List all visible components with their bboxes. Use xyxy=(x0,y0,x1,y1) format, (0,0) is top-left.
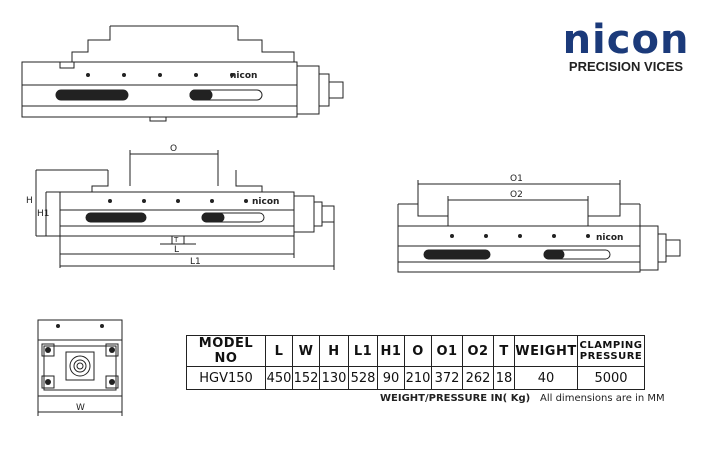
dim-W-label: W xyxy=(76,403,85,413)
col-L: L xyxy=(265,335,293,367)
cell-H: 130 xyxy=(319,366,349,390)
brand-logo: nicon PRECISION VICES xyxy=(562,20,690,80)
body-logo-3: nicon xyxy=(596,233,623,243)
vice-top-view xyxy=(21,25,344,122)
cell-L1: 528 xyxy=(348,366,378,390)
col-H: H xyxy=(319,335,349,367)
cell-L: 450 xyxy=(265,366,293,390)
dim-T-label: T xyxy=(173,236,179,244)
vice-front-view xyxy=(35,150,335,270)
cell-H1: 90 xyxy=(377,366,405,390)
dim-L1-label: L1 xyxy=(190,257,201,267)
units-dims-note: All dimensions are in MM xyxy=(540,393,665,404)
cell-O2: 262 xyxy=(462,366,494,390)
col-W: W xyxy=(292,335,320,367)
col-L1: L1 xyxy=(348,335,378,367)
cell-W: 152 xyxy=(292,366,320,390)
col-H1: H1 xyxy=(377,335,405,367)
brand-tagline: PRECISION VICES xyxy=(568,59,684,74)
col-model: MODEL NO xyxy=(186,335,266,367)
spec-table: MODEL NO L W H L1 H1 O O1 O2 T WEIGHT CL… xyxy=(186,335,645,390)
col-weight: WEIGHT xyxy=(514,335,578,367)
dim-O1-label: O1 xyxy=(510,174,523,184)
dim-L-label: L xyxy=(174,245,179,255)
brand-name: nicon xyxy=(562,17,690,63)
dim-H1-label: H1 xyxy=(37,209,50,219)
table-row: HGV150 450 152 130 528 90 210 372 262 18… xyxy=(186,366,645,390)
dim-O-label: O xyxy=(170,144,177,154)
vice-open-view xyxy=(397,180,681,273)
body-logo-2: nicon xyxy=(252,197,279,207)
cell-O: 210 xyxy=(404,366,432,390)
cell-weight: 40 xyxy=(514,366,578,390)
cell-T: 18 xyxy=(493,366,515,390)
col-O: O xyxy=(404,335,432,367)
vice-end-view xyxy=(37,319,123,416)
body-logo-1: nicon xyxy=(230,71,257,81)
cell-model: HGV150 xyxy=(186,366,266,390)
col-O1: O1 xyxy=(431,335,463,367)
col-T: T xyxy=(493,335,515,367)
units-weight-note: WEIGHT/PRESSURE IN( Kg) xyxy=(380,393,531,404)
cell-O1: 372 xyxy=(431,366,463,390)
dim-H-label: H xyxy=(26,196,33,206)
table-header-row: MODEL NO L W H L1 H1 O O1 O2 T WEIGHT CL… xyxy=(186,335,645,367)
dim-O2-label: O2 xyxy=(510,190,523,200)
col-O2: O2 xyxy=(462,335,494,367)
cell-clamping-pressure: 5000 xyxy=(577,366,645,390)
